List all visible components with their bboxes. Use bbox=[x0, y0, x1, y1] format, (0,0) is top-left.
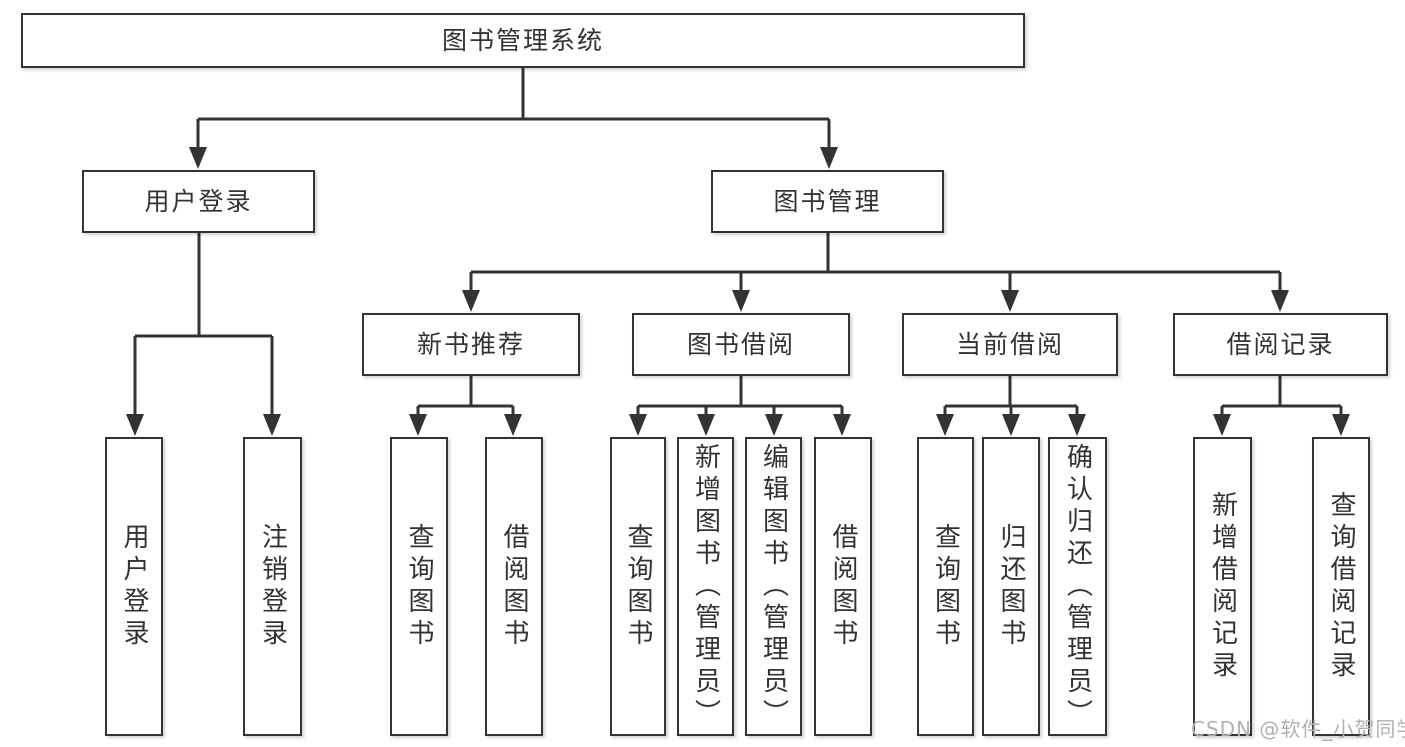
leaf-logout: 注销登录 bbox=[243, 437, 302, 736]
node-book-borrow: 图书借阅 bbox=[632, 313, 850, 376]
branch-user-login-label: 用户登录 bbox=[144, 187, 253, 216]
leaf-add-book-admin: 新增图书（管理员） bbox=[677, 437, 734, 736]
leaf-confirm-return-admin-label: 确认归还（管理员） bbox=[1062, 442, 1093, 731]
leaf-query-book-borrow-label: 查询图书 bbox=[623, 522, 653, 651]
leaf-query-book-current-label: 查询图书 bbox=[930, 522, 961, 651]
leaf-add-borrow-record-label: 新增借阅记录 bbox=[1207, 490, 1238, 683]
leaf-borrow-book-recommend-label: 借阅图书 bbox=[499, 522, 529, 651]
node-borrow-records-label: 借阅记录 bbox=[1226, 330, 1335, 359]
branch-book-management-label: 图书管理 bbox=[773, 187, 882, 216]
leaf-return-book-label: 归还图书 bbox=[996, 522, 1026, 651]
leaf-edit-book-admin-label: 编辑图书（管理员） bbox=[758, 442, 789, 731]
leaf-query-borrow-record: 查询借阅记录 bbox=[1312, 437, 1370, 736]
csdn-watermark: CSDN @软件_小贺同学 bbox=[1191, 717, 1405, 741]
node-current-borrow: 当前借阅 bbox=[902, 313, 1118, 376]
node-book-borrow-label: 图书借阅 bbox=[686, 330, 795, 359]
leaf-logout-label: 注销登录 bbox=[257, 522, 288, 651]
leaf-add-borrow-record: 新增借阅记录 bbox=[1193, 437, 1252, 736]
leaf-add-book-admin-label: 新增图书（管理员） bbox=[690, 442, 721, 731]
leaf-user-login: 用户登录 bbox=[105, 437, 163, 736]
leaf-borrow-book-recommend: 借阅图书 bbox=[485, 437, 543, 736]
leaf-borrow-book-label: 借阅图书 bbox=[828, 522, 858, 651]
leaf-query-borrow-record-label: 查询借阅记录 bbox=[1326, 490, 1356, 683]
node-new-book-recommend: 新书推荐 bbox=[362, 313, 580, 376]
leaf-query-book-current: 查询图书 bbox=[917, 437, 974, 736]
leaf-query-book-recommend: 查询图书 bbox=[390, 437, 448, 736]
leaf-query-book-borrow: 查询图书 bbox=[610, 437, 666, 736]
node-borrow-records: 借阅记录 bbox=[1173, 313, 1388, 376]
root-node-label: 图书管理系统 bbox=[441, 26, 604, 55]
leaf-edit-book-admin: 编辑图书（管理员） bbox=[745, 437, 802, 736]
root-node-library-system: 图书管理系统 bbox=[21, 13, 1025, 68]
leaf-confirm-return-admin: 确认归还（管理员） bbox=[1048, 437, 1107, 736]
branch-user-login: 用户登录 bbox=[82, 170, 315, 233]
leaf-user-login-label: 用户登录 bbox=[119, 522, 149, 651]
leaf-query-book-recommend-label: 查询图书 bbox=[404, 522, 434, 651]
node-current-borrow-label: 当前借阅 bbox=[955, 330, 1064, 359]
leaf-borrow-book: 借阅图书 bbox=[814, 437, 872, 736]
leaf-return-book: 归还图书 bbox=[982, 437, 1040, 736]
branch-book-management: 图书管理 bbox=[711, 170, 944, 233]
node-new-book-recommend-label: 新书推荐 bbox=[416, 330, 525, 359]
